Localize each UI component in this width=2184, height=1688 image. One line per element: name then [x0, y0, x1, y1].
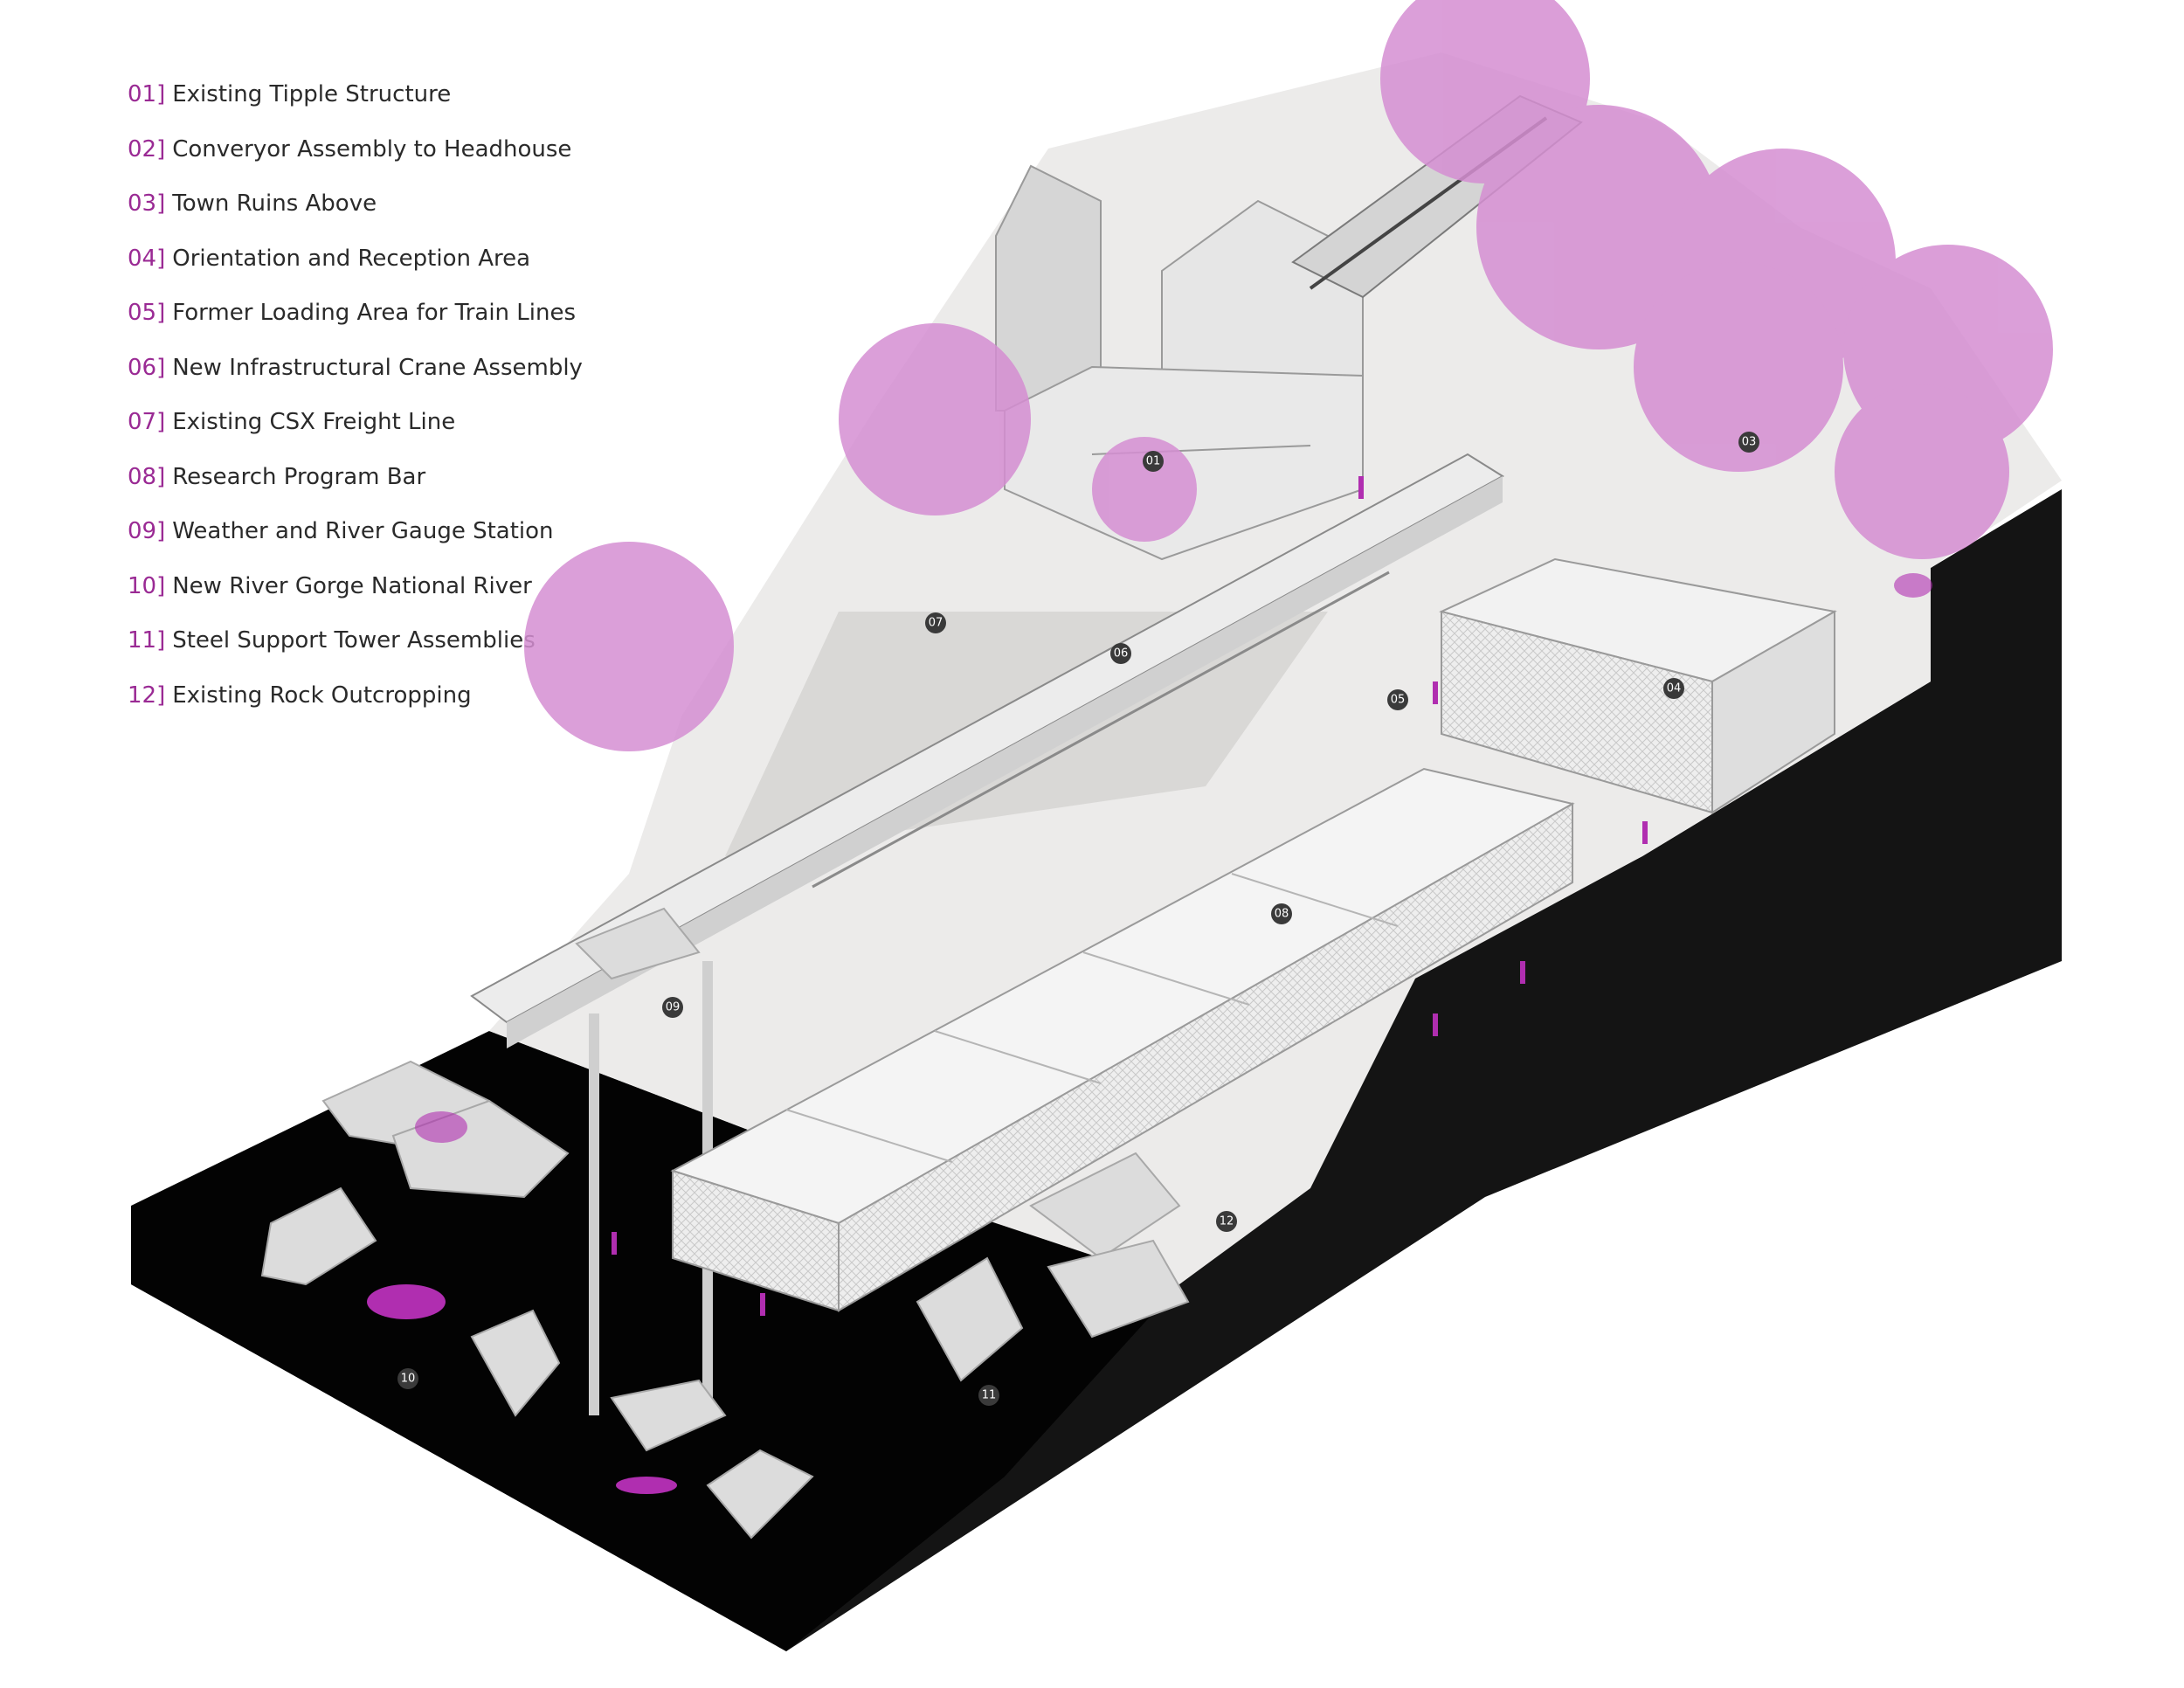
legend-label: New Infrastructural Crane Assembly: [172, 354, 583, 381]
legend-number: 12]: [128, 681, 166, 709]
kayak-icon: [616, 1477, 677, 1494]
legend-number: 02]: [128, 135, 166, 163]
legend-number: 10]: [128, 572, 166, 599]
marker-01: 01: [1143, 451, 1164, 472]
figures: [367, 476, 1932, 1494]
trees: [524, 0, 2053, 751]
legend-label: Existing Rock Outcropping: [172, 681, 472, 709]
callout-markers: 01 03 04 05 06 07 08 09 10 11 12: [397, 432, 1759, 1406]
legend-item-04: 04]Orientation and Reception Area: [128, 241, 583, 296]
legend-number: 11]: [128, 627, 166, 654]
marker-08-label: 08: [1275, 908, 1289, 921]
legend-item-07: 07]Existing CSX Freight Line: [128, 405, 583, 460]
legend: 01]Existing Tipple Structure 02]Converyo…: [128, 77, 583, 732]
legend-item-08: 08]Research Program Bar: [128, 460, 583, 515]
legend-item-09: 09]Weather and River Gauge Station: [128, 514, 583, 569]
marker-09-label: 09: [666, 1001, 681, 1014]
legend-label: Steel Support Tower Assemblies: [172, 627, 536, 654]
legend-item-06: 06]New Infrastructural Crane Assembly: [128, 350, 583, 405]
marker-04: 04: [1663, 678, 1684, 699]
legend-item-01: 01]Existing Tipple Structure: [128, 77, 583, 132]
marker-07-label: 07: [929, 617, 943, 630]
legend-label: Existing CSX Freight Line: [172, 409, 456, 435]
river-water: [131, 1031, 1179, 1651]
marker-01-label: 01: [1146, 455, 1161, 468]
crane-beam-face: [507, 476, 1503, 1048]
raft-icon: [367, 1284, 446, 1319]
legend-label: Orientation and Reception Area: [172, 245, 531, 272]
marker-10-label: 10: [401, 1373, 416, 1386]
legend-item-03: 03]Town Ruins Above: [128, 186, 583, 241]
marker-09: 09: [662, 997, 683, 1018]
legend-label: Former Loading Area for Train Lines: [172, 300, 577, 326]
marker-05-label: 05: [1391, 694, 1406, 707]
legend-number: 06]: [128, 354, 166, 381]
legend-item-11: 11]Steel Support Tower Assemblies: [128, 623, 583, 678]
marker-06: 06: [1110, 643, 1131, 664]
legend-number: 07]: [128, 409, 166, 435]
research-program-bar: [670, 767, 1575, 1312]
deer-icon: [1894, 573, 1932, 598]
legend-number: 05]: [128, 300, 166, 326]
legend-number: 01]: [128, 81, 166, 107]
marker-05: 05: [1387, 689, 1408, 710]
legend-number: 03]: [128, 190, 166, 217]
marker-10: 10: [397, 1368, 418, 1389]
legend-label: New River Gorge National River: [172, 572, 532, 599]
legend-number: 08]: [128, 463, 166, 490]
legend-label: Weather and River Gauge Station: [172, 518, 554, 544]
bear-icon: [415, 1111, 467, 1143]
marker-11: 11: [978, 1385, 999, 1406]
marker-12-label: 12: [1220, 1215, 1234, 1228]
legend-item-05: 05]Former Loading Area for Train Lines: [128, 295, 583, 350]
legend-label: Converyor Assembly to Headhouse: [172, 135, 572, 163]
marker-11-label: 11: [982, 1389, 997, 1402]
marker-07: 07: [925, 612, 946, 633]
rail-track: [812, 571, 1390, 889]
legend-item-12: 12]Existing Rock Outcropping: [128, 678, 583, 733]
marker-12: 12: [1216, 1211, 1237, 1232]
marker-04-label: 04: [1667, 682, 1682, 695]
reception-pavilion: [1439, 557, 1837, 814]
legend-number: 09]: [128, 518, 166, 544]
legend-item-02: 02]Converyor Assembly to Headhouse: [128, 132, 583, 187]
marker-03: 03: [1738, 432, 1759, 453]
marker-03-label: 03: [1742, 436, 1757, 449]
legend-number: 04]: [128, 245, 166, 272]
legend-item-10: 10]New River Gorge National River: [128, 569, 583, 624]
legend-label: Research Program Bar: [172, 463, 426, 490]
legend-label: Town Ruins Above: [172, 190, 377, 217]
legend-label: Existing Tipple Structure: [172, 81, 452, 107]
marker-08: 08: [1271, 903, 1292, 924]
marker-06-label: 06: [1114, 647, 1129, 661]
